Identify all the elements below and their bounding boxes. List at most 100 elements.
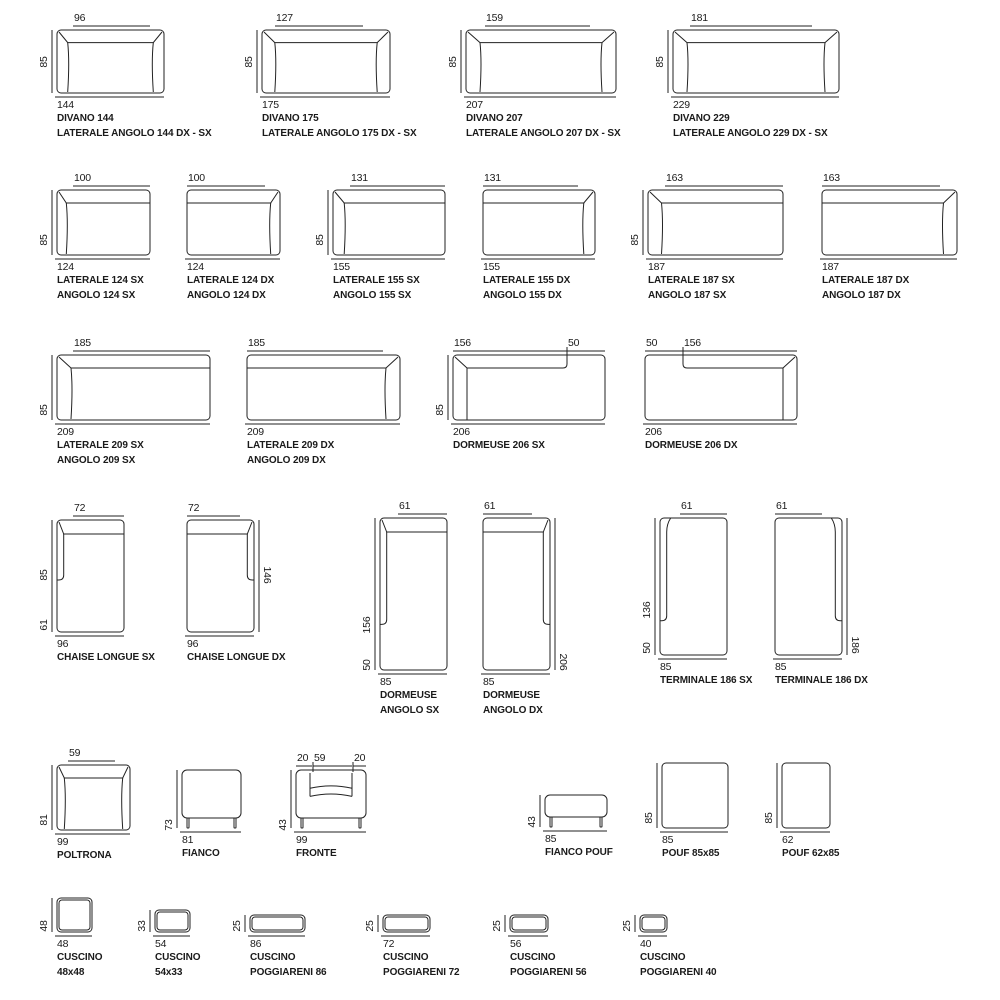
dimension-label-left: 61 [38,619,50,631]
module-detail [674,31,838,44]
module-name: LATERALE ANGOLO 175 DX - SX [262,128,417,139]
module-outline [659,517,728,656]
dimension-label-top: 100 [74,172,91,184]
module-name: LATERALE 209 SX [57,440,144,451]
module-name: ANGOLO 124 SX [57,290,136,301]
dimension-label-left: 85 [243,56,255,68]
module-name: DIVANO 144 [57,113,114,124]
dimension-label-left: 85 [447,56,459,68]
dimension-label-bottom: 72 [383,938,395,950]
module-18 [654,513,728,660]
dimension-label-top: 96 [74,12,86,24]
dimension-label-bottom: 206 [453,426,470,438]
module-outline [647,189,784,256]
module-detail [58,766,129,779]
module-14 [51,515,125,637]
module-detail [263,31,389,44]
module-name: LATERALE ANGOLO 229 DX - SX [673,128,828,139]
armrest [942,202,944,255]
armrest [582,202,585,255]
dimension-label-bottom: 96 [57,638,69,650]
dimension-label-bottom: 85 [380,676,392,688]
armrest [274,42,277,93]
module-name: ANGOLO 209 SX [57,455,136,466]
dimension-label-bottom: 85 [660,661,672,673]
armrest [269,202,272,255]
module-detail [483,519,549,533]
armrest [660,517,672,622]
module-outline [56,764,131,831]
module-detail [187,521,253,535]
module-7 [481,185,596,260]
dimension-label-left: 50 [641,642,653,654]
module-detail [822,191,956,204]
dimension-label-top: 181 [691,12,708,24]
leg [549,816,553,828]
module-detail [649,191,783,204]
dimension-label-bottom: 48 [57,938,69,950]
dimension-label-bottom: 187 [648,261,665,273]
dimension-label-top: 61 [681,500,693,512]
module-detail [309,793,353,797]
dimension-label-left: 43 [526,816,538,828]
leg [186,817,190,829]
module-outline [639,914,668,933]
dimension-label-top: 61 [776,500,788,512]
module-name: CUSCINO [510,952,556,963]
module-outline [56,354,211,421]
dimension-label-left: 85 [38,404,50,416]
module-name: POGGIARENI 56 [510,967,587,978]
module-outline [482,189,596,256]
module-name: 48x48 [57,967,85,978]
module-name: FIANCO POUF [545,847,613,858]
dimension-label-bottom: 207 [466,99,483,111]
module-name: LATERALE ANGOLO 144 DX - SX [57,128,212,139]
dimension-label-left: 85 [38,234,50,246]
module-outline [821,189,958,256]
dimension-label-bottom: 54 [155,938,167,950]
dimension-label-top: 72 [74,502,86,514]
dimension-label-bottom: 56 [510,938,522,950]
module-outline [181,769,242,819]
armrest [479,42,482,93]
module-name: DORMEUSE [483,690,540,701]
module-21 [176,769,242,833]
dimension-label-top: 163 [666,172,683,184]
dimension-label-bottom: 96 [187,638,199,650]
dimension-label-top: 127 [276,12,293,24]
module-name: ANGOLO 155 DX [483,290,562,301]
module-name: DIVANO 229 [673,113,730,124]
dimension-label-bottom: 85 [545,833,557,845]
module-17 [481,513,556,675]
module-name: LATERALE 187 SX [648,275,735,286]
dimension-label-right: 206 [557,653,569,671]
dimension-label-right: 186 [849,636,861,654]
armrest [823,42,826,93]
module-outline [186,519,255,633]
dimension-label-left: 85 [629,234,641,246]
module-name: 54x33 [155,967,183,978]
module-5 [185,185,281,260]
dimension-label-left: 73 [163,819,175,831]
armrest [70,367,73,420]
module-name: POUF 62x85 [782,848,840,859]
module-detail [187,191,279,204]
module-detail [483,191,594,204]
dimension-label-bottom: 155 [483,261,500,273]
dimension-label-bottom: 85 [662,834,674,846]
dimension-label-top: 163 [823,172,840,184]
leg [358,817,362,829]
module-detail [467,31,615,44]
armrest [600,42,603,93]
dimension-label-left: 48 [38,920,50,932]
armrest [375,42,378,93]
module-name: ANGOLO 155 SX [333,290,412,301]
module-name: DORMEUSE 206 SX [453,440,545,451]
module-name: LATERALE 187 DX [822,275,910,286]
module-3 [667,25,840,98]
module-10 [51,350,211,425]
armrest [65,202,68,255]
armrest [121,777,124,830]
module-27 [149,909,191,937]
